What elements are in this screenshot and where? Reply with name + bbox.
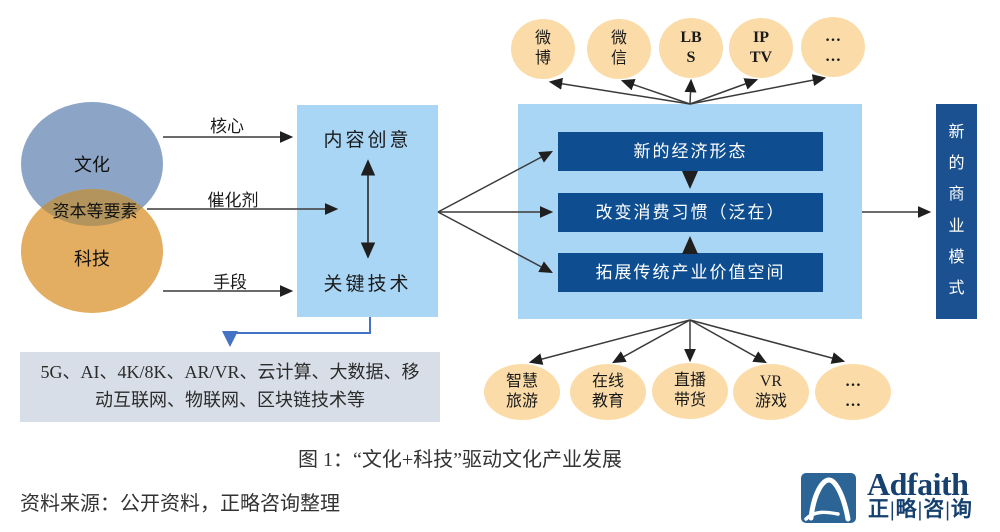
fan-to-more-bottom	[689, 319, 846, 364]
bubble-more-bottom-line2: …	[845, 393, 861, 410]
overlap-label: 资本等要素	[52, 202, 138, 221]
core-arrow-label: 核心	[210, 117, 244, 136]
bubble-vr-games: VR 游戏	[733, 364, 809, 420]
fan-to-wechat	[620, 78, 691, 105]
fan-to-vr-games	[689, 319, 767, 364]
technology-label: 科技	[74, 249, 110, 269]
bubble-smart-tourism-line1: 智慧	[505, 373, 538, 390]
technology-list-box: 5G、AI、4K/8K、AR/VR、云计算、大数据、移动互联网、物联网、区块链技…	[20, 352, 440, 422]
bubble-wechat: 微 信	[587, 19, 651, 79]
adfaith-logo: Adfaith 正|略|咨|询	[801, 466, 991, 526]
fan-to-smart-tourism	[528, 319, 691, 365]
figure-caption: 图 1：“文化+科技”驱动文化产业发展	[297, 449, 623, 471]
means-arrow-label: 手段	[213, 273, 247, 292]
fan-to-iptv	[689, 78, 759, 105]
bubble-more-top-line1: …	[825, 28, 841, 45]
bubble-iptv-line1: IP	[753, 29, 769, 46]
bubble-lbs-line1: LB	[680, 29, 702, 46]
bubble-lbs: LB S	[659, 18, 723, 78]
bubble-livestream-line1: 直播	[673, 372, 706, 389]
effect-value-space: 拓展传统产业价值空间	[558, 253, 823, 292]
bubble-vr-games-line2: 游戏	[754, 393, 787, 410]
culture-label: 文化	[74, 155, 110, 175]
fan-to-more-top	[689, 74, 827, 105]
keytech-to-techlist-connector	[222, 317, 371, 347]
fan-to-lbs	[684, 78, 697, 105]
catalyst-arrow-label: 催化剂	[207, 191, 259, 210]
fan-to-online-education	[612, 319, 691, 364]
key-technology-label: 关键技术	[323, 274, 412, 295]
bubble-smart-tourism: 智慧 旅游	[484, 364, 560, 420]
bubble-vr-games-line1: VR	[759, 373, 783, 390]
bubble-livestream-line2: 带货	[673, 392, 706, 409]
bubble-lbs-line2: S	[686, 49, 696, 66]
bubble-iptv-line2: TV	[749, 49, 773, 66]
bubble-iptv: IP TV	[729, 18, 793, 78]
new-business-model-box: 新的商业模式	[936, 104, 977, 319]
bubble-online-education-line2: 教育	[591, 393, 624, 410]
bubble-weibo-line1: 微	[534, 30, 551, 47]
source-note: 资料来源：公开资料，正略咨询整理	[20, 493, 340, 515]
industry-effects-box: 新的经济形态 改变消费习惯（泛在） 拓展传统产业价值空间	[518, 104, 862, 319]
bubble-smart-tourism-line2: 旅游	[505, 393, 538, 410]
bubble-more-bottom: … …	[815, 364, 891, 420]
logo-brand-text: Adfaith	[867, 466, 969, 502]
content-technology-box: 内容创意 关键技术	[297, 105, 438, 317]
new-business-model-label: 新的商业模式	[948, 124, 965, 297]
bubble-more-top: … …	[801, 17, 865, 77]
bubble-weibo-line2: 博	[534, 50, 551, 67]
bubble-wechat-line1: 微	[610, 30, 627, 47]
effect-consumption-habits: 改变消费习惯（泛在）	[558, 193, 823, 232]
adfaith-logo-mark-icon	[801, 473, 856, 523]
fan-to-weibo	[548, 77, 691, 105]
bubble-more-top-line2: …	[825, 48, 841, 65]
bubble-wechat-line2: 信	[610, 50, 627, 67]
bubble-weibo: 微 博	[511, 19, 575, 79]
content-creativity-label: 内容创意	[323, 130, 412, 151]
bubble-online-education: 在线 教育	[570, 364, 646, 420]
bubble-more-bottom-line1: …	[845, 373, 861, 390]
logo-brand-cn-text: 正|略|咨|询	[868, 497, 973, 521]
effect-new-economy: 新的经济形态	[558, 132, 823, 171]
bubble-livestream: 直播 带货	[652, 363, 728, 419]
bubble-online-education-line1: 在线	[591, 373, 624, 390]
